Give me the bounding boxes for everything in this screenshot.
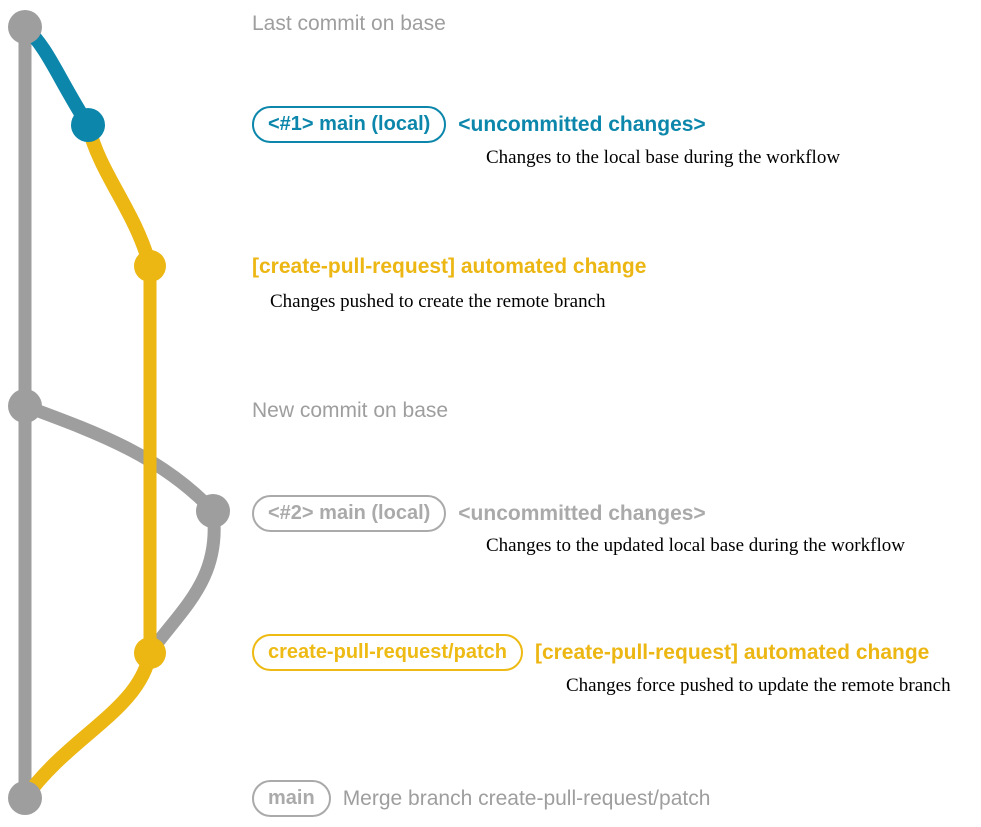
base-to-local2-line — [18, 399, 220, 518]
row-merge-commit: main Merge branch create-pull-request/pa… — [252, 780, 710, 817]
row-local-main-1: <#1> main (local) <uncommitted changes> — [252, 106, 706, 143]
commit-title-local-main-2: <uncommitted changes> — [458, 502, 706, 525]
branch-badge-main[interactable]: main — [252, 780, 331, 817]
commit-node-base-top[interactable] — [8, 10, 42, 44]
commit-node-base-new[interactable] — [8, 389, 42, 423]
patch1-branch-line — [81, 118, 157, 273]
branch-graph — [8, 10, 230, 815]
commit-title-patch-branch: [create-pull-request] automated change — [534, 641, 930, 664]
caption-patch-branch: Changes force pushed to update the remot… — [566, 675, 951, 696]
row-patch-branch: create-pull-request/patch [create-pull-r… — [252, 634, 929, 671]
commit-node-patch-1[interactable] — [134, 250, 166, 282]
commit-node-patch-2[interactable] — [134, 637, 166, 669]
caption-local-main-1: Changes to the local base during the wor… — [486, 147, 841, 168]
local2-to-patch-line — [143, 504, 221, 660]
commit-node-merge[interactable] — [8, 781, 42, 815]
patch-to-merge-line — [18, 646, 157, 805]
row-last-commit-on-base: Last commit on base — [252, 13, 446, 34]
branch-badge-local-main-2[interactable]: <#2> main (local) — [252, 495, 447, 532]
branch-badge-patch[interactable]: create-pull-request/patch — [252, 634, 523, 671]
commit-note-text-2: New commit on base — [252, 399, 449, 422]
branch-badge-local-main-1[interactable]: <#1> main (local) — [252, 106, 447, 143]
commit-title-merge: Merge branch create-pull-request/patch — [342, 787, 711, 810]
commit-title-automated-change-1: [create-pull-request] automated change — [252, 255, 647, 278]
commit-node-local-2[interactable] — [196, 494, 230, 528]
commit-note-text: Last commit on base — [252, 12, 446, 35]
row-new-commit-on-base: New commit on base — [252, 400, 448, 421]
caption-automated-change-1: Changes pushed to create the remote bran… — [270, 291, 606, 312]
row-automated-change-1: [create-pull-request] automated change — [252, 256, 646, 277]
row-local-main-2: <#2> main (local) <uncommitted changes> — [252, 495, 706, 532]
commit-node-local-1[interactable] — [71, 108, 105, 142]
caption-local-main-2: Changes to the updated local base during… — [486, 535, 905, 556]
commit-title-local-main-1: <uncommitted changes> — [458, 113, 706, 136]
